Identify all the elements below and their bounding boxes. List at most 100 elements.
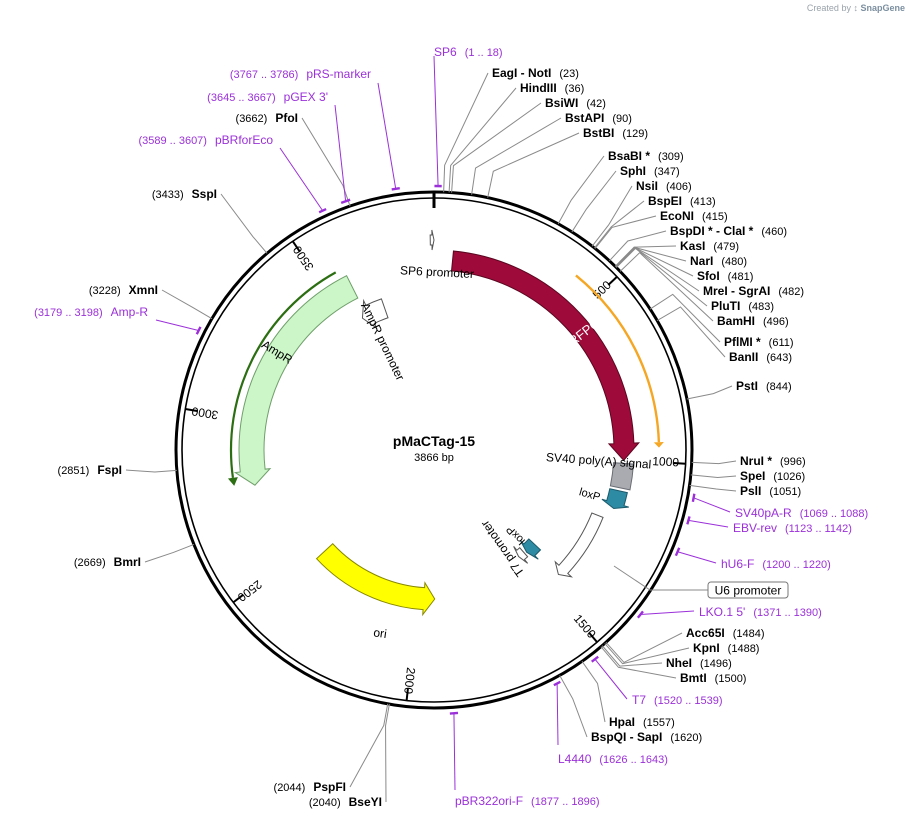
primer-label[interactable]: SV40pA-R(1069 .. 1088) [735,506,868,520]
primer-label[interactable]: SP6(1 .. 18) [434,45,503,59]
feature-u6-promoter-arrow[interactable] [554,512,604,578]
feature-sv40-polya-box[interactable] [609,462,635,491]
feature-t7-promoter-arrow[interactable] [513,546,529,564]
site-label[interactable]: KpnI(1488) [693,641,759,655]
primer-label[interactable]: (3645 .. 3667)pGEX 3' [207,90,328,104]
site-leader-line [581,661,606,723]
site-label[interactable]: PflMI *(611) [724,335,794,349]
primer-leader-line [556,683,559,746]
site-label[interactable]: (3662)PfoI [236,111,298,125]
site-leader-line [605,632,683,664]
site-label[interactable]: PslI(1051) [740,484,801,498]
site-label[interactable]: Acc65I (1484) [686,626,765,640]
site-label[interactable]: KasI(479) [680,239,739,253]
site-label[interactable]: (2851)FspI [58,463,122,477]
site-label[interactable]: HindIII(36) [520,81,584,95]
site-label[interactable]: HpaI(1557) [609,715,675,729]
site-label[interactable]: BstAPI(90) [565,111,632,125]
primer-label[interactable]: (3179 .. 3198)Amp-R [34,305,148,319]
site-label[interactable]: NsiI(406) [636,179,692,193]
site-label[interactable]: BsiWI(42) [545,96,606,110]
site-position: (1557) [643,717,675,729]
feature-ampr-outer-line [229,271,337,478]
site-label[interactable]: EagI - NotI(23) [492,66,579,80]
feature-ampr-arrow[interactable] [233,275,359,486]
site-label[interactable]: NruI *(996) [740,454,806,468]
site-position: (1484) [733,628,765,640]
site-label[interactable]: MreI - SgrAI(482) [703,284,804,298]
site-name: BspQI - SapI [591,730,662,744]
site-label[interactable]: (3228)XmnI [89,283,158,297]
feature-loxp-1-arrow[interactable] [601,488,629,509]
site-leader-line [301,117,351,207]
tick-mark [405,688,409,701]
primer-label[interactable]: EBV-rev(1123 .. 1142) [733,521,852,535]
site-position: (42) [586,98,606,110]
site-leader-line [448,87,517,193]
primer-label[interactable]: hU6-F(1200 .. 1220) [721,557,831,571]
site-label[interactable]: BmtI(1500) [680,671,746,685]
site-label[interactable]: BanII(643) [729,350,792,364]
site-label[interactable]: NheI(1496) [666,656,732,670]
primer-marks [195,184,696,715]
tick-mark [232,594,244,604]
site-position: (480) [721,256,747,268]
site-label[interactable]: EcoNI(415) [660,209,728,223]
site-label[interactable]: BstBI(129) [583,126,648,140]
site-leader-line [125,469,177,473]
primer-label[interactable]: (3589 .. 3607)pBRforEco [138,133,273,147]
site-position: (996) [780,456,806,468]
site-label[interactable]: PluTI(483) [711,299,774,313]
site-leader-line [591,185,633,247]
site-name: SphI [620,164,646,178]
site-label[interactable]: PstI(844) [736,379,792,393]
feature-loxp-2-arrow[interactable] [519,538,542,560]
site-leader-line [557,155,605,225]
primer-position: (1520 .. 1539) [654,695,723,707]
site-label[interactable]: BspDI * - ClaI *(460) [670,224,787,238]
site-position: (36) [565,83,585,95]
site-leader-line [451,102,542,193]
site-leader-line [385,704,390,803]
site-leader-line [220,193,268,254]
feature-ori-arrow[interactable] [315,543,436,617]
primer-label[interactable]: pBR322ori-F(1877 .. 1896) [455,794,600,808]
site-label[interactable]: BspQI - SapI(1620) [591,730,702,744]
primer-name: L4440 [558,752,592,766]
feature-mirfp670-arrow[interactable] [450,250,641,462]
site-label[interactable]: SphI(347) [620,164,680,178]
site-label[interactable]: (2040)BseYI [309,795,382,809]
site-position: (406) [666,181,692,193]
primer-leader-line [155,319,199,331]
primer-label[interactable]: (3767 .. 3786)pRS-marker [230,67,371,81]
site-label[interactable]: BspEI(413) [648,194,716,208]
u6-leader-line [613,565,708,591]
site-label[interactable]: NarI(480) [690,254,747,268]
site-position: (90) [612,113,632,125]
site-leader-line [349,703,389,788]
site-label[interactable]: BsaBI *(309) [608,149,684,163]
site-label[interactable]: (2669)BmrI [74,555,141,569]
site-leader-line [656,306,726,358]
tick-label: 3500 [290,243,317,273]
feature-sp6-promoter-arrow[interactable] [429,229,435,251]
site-label[interactable]: SpeI(1026) [740,469,805,483]
site-label[interactable]: (3433)SspI [152,187,217,201]
tick-label: 1500 [571,612,599,642]
feature-label-loxp-1: loxP [578,486,602,503]
primer-label[interactable]: L4440(1626 .. 1643) [558,752,668,766]
site-labels: EagI - NotI(23)HindIII(36)BsiWI(42)BstAP… [34,45,868,809]
site-label[interactable]: (2044)PspFI [274,780,346,794]
primer-label[interactable]: T7(1520 .. 1539) [632,693,723,707]
site-label[interactable]: BamHI(496) [717,314,789,328]
site-leader-line [487,132,580,198]
site-label[interactable]: SfoI(481) [697,269,753,283]
feature-ampr-promoter-arrow[interactable] [361,298,389,330]
primer-mark [391,187,400,191]
primer-leader-line [693,497,731,513]
primer-label[interactable]: LKO.1 5'(1371 .. 1390) [699,605,822,619]
site-name: Acc65I [686,626,725,640]
primer-leader-line [334,104,347,202]
primer-name: Amp-R [111,305,149,319]
